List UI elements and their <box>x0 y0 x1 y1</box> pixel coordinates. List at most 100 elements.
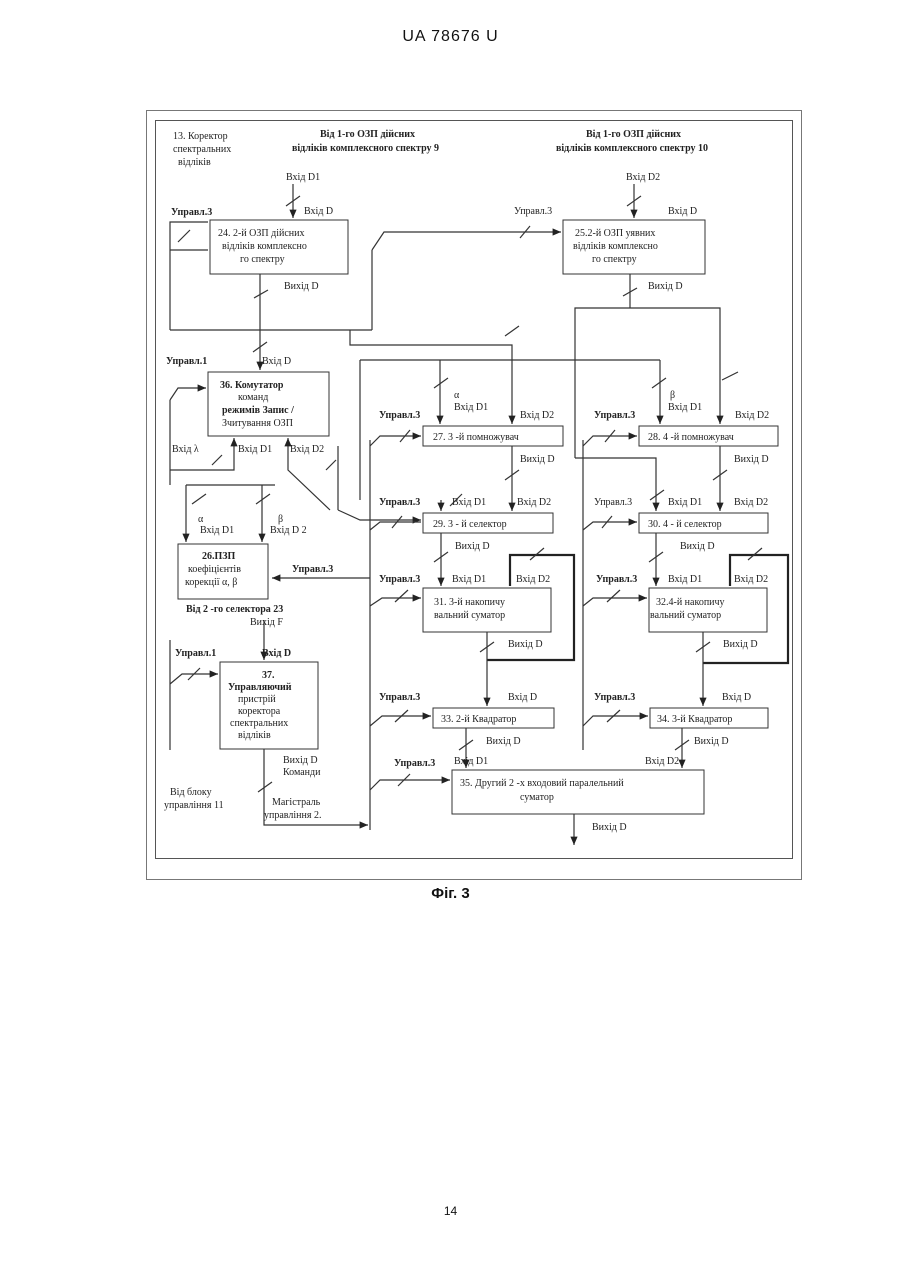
svg-text:Вхід D2: Вхід D2 <box>645 756 679 767</box>
svg-text:відліків комплексного спектру: відліків комплексного спектру 10 <box>556 143 708 154</box>
svg-text:відліків комплексно: відліків комплексно <box>573 241 658 252</box>
svg-text:Вихід F: Вихід F <box>250 617 283 628</box>
svg-text:β: β <box>278 514 283 525</box>
svg-text:Вхід D1: Вхід D1 <box>452 497 486 508</box>
svg-text:режимів Запис /: режимів Запис / <box>222 405 294 416</box>
svg-text:α: α <box>454 390 460 401</box>
svg-text:Вихід D: Вихід D <box>680 541 715 552</box>
svg-text:вальний суматор: вальний суматор <box>434 610 505 621</box>
svg-text:Команди: Команди <box>283 767 321 778</box>
block-30-selector: 30. 4 - й селектор <box>639 513 768 533</box>
svg-text:Магістраль: Магістраль <box>272 797 321 808</box>
svg-text:Управл.3: Управл.3 <box>514 206 552 217</box>
svg-text:Управл.3: Управл.3 <box>379 497 420 508</box>
block-25-ozp-imag: 25.2-й ОЗП уявних відліків комплексно го… <box>563 220 705 274</box>
svg-text:Вихід D: Вихід D <box>648 281 683 292</box>
svg-text:Вхід D2: Вхід D2 <box>517 497 551 508</box>
block-37-control-unit: 37. Управляючий пристрій коректора спект… <box>220 662 318 749</box>
svg-text:Вхід D1: Вхід D1 <box>454 402 488 413</box>
svg-text:Управл.1: Управл.1 <box>166 356 207 367</box>
svg-text:Управл.3: Управл.3 <box>171 207 212 218</box>
svg-text:Вхід D2: Вхід D2 <box>734 574 768 585</box>
svg-text:корекції α, β: корекції α, β <box>185 577 237 588</box>
block-24-ozp-real: 24. 2-й ОЗП дійсних відліків комплексно … <box>210 220 348 274</box>
label-commands: Вихід D Команди <box>283 755 321 778</box>
svg-text:Вихід D: Вихід D <box>283 755 318 766</box>
svg-text:Управл.3: Управл.3 <box>596 574 637 585</box>
svg-text:суматор: суматор <box>520 792 554 803</box>
svg-text:Вхід D2: Вхід D2 <box>516 574 550 585</box>
svg-text:Вхід D2: Вхід D2 <box>520 410 554 421</box>
block-34-squarer: 34. 3-й Квадратор <box>650 708 768 728</box>
svg-text:спектральних: спектральних <box>230 718 288 729</box>
svg-text:вальний суматор: вальний суматор <box>650 610 721 621</box>
label-corrector: 13. Коректор спектральних відліків <box>173 131 231 168</box>
svg-text:Вхід D2: Вхід D2 <box>626 172 660 183</box>
svg-text:Управл.3: Управл.3 <box>394 758 435 769</box>
svg-text:Вхід D: Вхід D <box>508 692 537 703</box>
block-26-pzp: 26.ПЗП коефіцієнтів корекції α, β <box>178 544 268 599</box>
svg-text:Вхід D1: Вхід D1 <box>668 574 702 585</box>
svg-text:Вхід D1: Вхід D1 <box>452 574 486 585</box>
svg-text:Від 1-го ОЗП дійсних: Від 1-го ОЗП дійсних <box>586 129 681 140</box>
svg-text:37.: 37. <box>262 670 275 681</box>
block-33-squarer: 33. 2-й Квадратор <box>433 708 554 728</box>
svg-text:Управляючий: Управляючий <box>228 682 292 693</box>
svg-text:Вихід D: Вихід D <box>455 541 490 552</box>
svg-text:Вихід D: Вихід D <box>284 281 319 292</box>
svg-text:Управл.3: Управл.3 <box>594 410 635 421</box>
svg-text:Управл.1: Управл.1 <box>175 648 216 659</box>
label-from-block11: Від блоку управління 11 <box>164 787 224 811</box>
svg-text:α: α <box>198 514 204 525</box>
svg-text:відліків: відліків <box>238 730 271 741</box>
svg-text:відліків комплексно: відліків комплексно <box>222 241 307 252</box>
svg-text:го спектру: го спектру <box>240 254 285 265</box>
svg-text:29. 3 - й селектор: 29. 3 - й селектор <box>433 519 507 530</box>
svg-text:Вхід D2: Вхід D2 <box>735 410 769 421</box>
svg-text:Від блоку: Від блоку <box>170 787 212 798</box>
svg-text:24. 2-й ОЗП дійсних: 24. 2-й ОЗП дійсних <box>218 228 305 239</box>
block-36-commutator: 36. Комутатор команд режимів Запис / Зчи… <box>208 372 329 436</box>
svg-text:пристрій: пристрій <box>238 694 276 705</box>
svg-text:Управл.3: Управл.3 <box>379 574 420 585</box>
svg-text:Вхід D2: Вхід D2 <box>290 444 324 455</box>
svg-text:Вхід D: Вхід D <box>262 648 291 659</box>
svg-text:13. Коректор: 13. Коректор <box>173 131 228 142</box>
svg-text:Управл.3: Управл.3 <box>292 564 333 575</box>
label-from-ozp10: Від 1-го ОЗП дійсних відліків комплексно… <box>556 129 708 154</box>
svg-text:Вхід D: Вхід D <box>722 692 751 703</box>
svg-text:Вихід D: Вихід D <box>508 639 543 650</box>
svg-text:Управл.3: Управл.3 <box>594 692 635 703</box>
svg-text:30. 4 - й селектор: 30. 4 - й селектор <box>648 519 722 530</box>
svg-text:Вхід D 2: Вхід D 2 <box>270 525 307 536</box>
svg-text:Вхід D1: Вхід D1 <box>668 497 702 508</box>
svg-text:Вхід D1: Вхід D1 <box>454 756 488 767</box>
svg-text:28. 4 -й помножувач: 28. 4 -й помножувач <box>648 432 734 443</box>
svg-text:Від 2 -го селектора 23: Від 2 -го селектора 23 <box>186 604 283 615</box>
svg-text:Вхід D: Вхід D <box>262 356 291 367</box>
svg-text:Вхід D1: Вхід D1 <box>286 172 320 183</box>
svg-text:відліків: відліків <box>178 157 211 168</box>
svg-text:Вихід D: Вихід D <box>734 454 769 465</box>
svg-text:Зчитування ОЗП: Зчитування ОЗП <box>222 418 293 429</box>
svg-text:Вихід D: Вихід D <box>723 639 758 650</box>
svg-text:Вхід D1: Вхід D1 <box>668 402 702 413</box>
block-29-selector: 29. 3 - й селектор <box>423 513 553 533</box>
svg-text:35. Другий 2 -х входовий парал: 35. Другий 2 -х входовий паралельний <box>460 778 624 789</box>
svg-text:управління 2.: управління 2. <box>264 810 321 821</box>
block-27-multiplier: 27. 3 -й помножувач <box>423 426 563 446</box>
svg-text:31. 3-й накопичу: 31. 3-й накопичу <box>434 597 505 608</box>
svg-text:Управл.3: Управл.3 <box>379 692 420 703</box>
svg-text:Вхід D1: Вхід D1 <box>200 525 234 536</box>
block-28-multiplier: 28. 4 -й помножувач <box>639 426 778 446</box>
svg-text:відліків комплексного спектру: відліків комплексного спектру 9 <box>292 143 439 154</box>
svg-text:управління 11: управління 11 <box>164 800 224 811</box>
svg-text:Вхід D: Вхід D <box>304 206 333 217</box>
svg-text:Вхід D1: Вхід D1 <box>238 444 272 455</box>
svg-text:26.ПЗП: 26.ПЗП <box>202 551 236 562</box>
svg-text:33. 2-й Квадратор: 33. 2-й Квадратор <box>441 714 516 725</box>
svg-text:36. Комутатор: 36. Комутатор <box>220 380 284 391</box>
svg-text:β: β <box>670 390 675 401</box>
svg-text:32.4-й накопичу: 32.4-й накопичу <box>656 597 725 608</box>
